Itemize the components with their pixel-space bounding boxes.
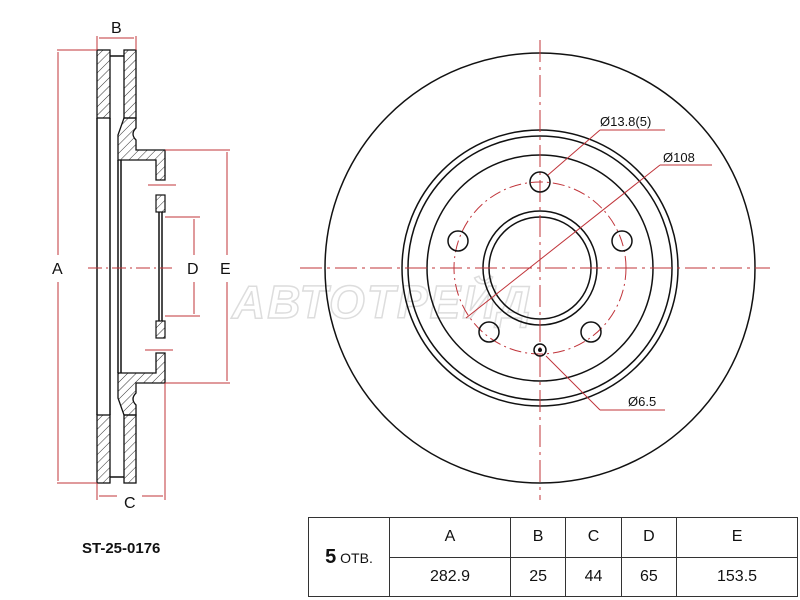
dim-label-d: D <box>187 261 199 278</box>
header-cell: A <box>389 517 511 558</box>
front-view: Ø13.8(5) Ø108 Ø6.5 <box>300 40 770 500</box>
value-cell: 25 <box>509 556 567 597</box>
value-cell: 282.9 <box>389 556 511 597</box>
value-cell: 65 <box>620 556 678 597</box>
value-cell: 153.5 <box>676 556 798 597</box>
header-cell: D <box>620 517 678 558</box>
small-hole-label: Ø6.5 <box>628 394 656 409</box>
bolt-holes <box>447 171 633 357</box>
part-number: ST-25-0176 <box>82 540 161 557</box>
dim-label-c: C <box>124 495 136 512</box>
side-view: A B C D E <box>52 20 231 512</box>
header-cell: B <box>509 517 567 558</box>
pcd-label: Ø108 <box>663 150 695 165</box>
holes-count: 5 <box>325 545 337 568</box>
hole-diameter-label: Ø13.8(5) <box>600 114 651 129</box>
dim-label-a: A <box>52 261 63 278</box>
header-cell: E <box>676 517 798 558</box>
dimensions-table: 5 ОТВ. A B C D E 282.9 25 44 65 153.5 <box>308 517 798 597</box>
header-cell: C <box>565 517 622 558</box>
holes-count-cell: 5 ОТВ. <box>308 517 390 597</box>
value-cell: 44 <box>565 556 622 597</box>
dim-label-b: B <box>111 20 122 37</box>
watermark: АВТОТРЕЙД <box>231 276 533 328</box>
dim-label-e: E <box>220 261 231 278</box>
holes-unit: ОТВ. <box>340 549 373 566</box>
